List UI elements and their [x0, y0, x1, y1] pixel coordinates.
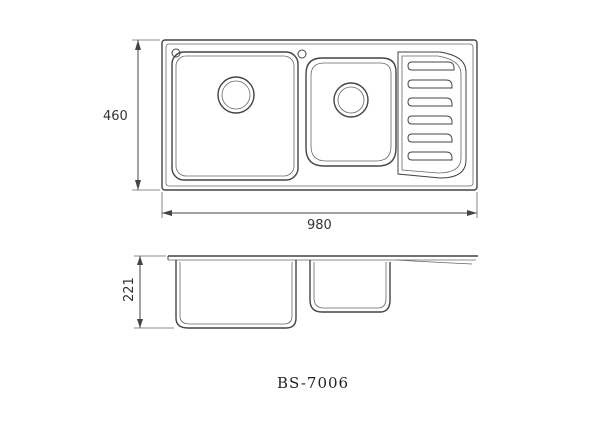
depth-dimension — [134, 255, 174, 329]
large-bowl-inner — [175, 55, 295, 177]
height-label: 460 — [103, 109, 128, 124]
large-bowl-drain-inner — [221, 80, 251, 110]
small-bowl-inner — [310, 62, 392, 162]
drainboard-ribs — [407, 61, 455, 161]
large-bowl-profile-inner — [179, 262, 293, 325]
tap-hole-center — [297, 49, 307, 59]
small-bowl-drain — [333, 82, 369, 118]
drainboard-outline — [397, 51, 467, 179]
top-view — [132, 39, 478, 218]
model-number: BS-7006 — [277, 374, 349, 392]
small-bowl-profile — [309, 260, 391, 313]
drainboard-inner — [401, 55, 462, 174]
small-bowl-outline — [305, 57, 397, 167]
large-bowl-profile — [175, 260, 297, 329]
small-bowl-drain-inner — [337, 86, 365, 114]
small-bowl-profile-inner — [313, 262, 387, 309]
side-view — [134, 255, 478, 329]
height-dimension — [132, 39, 160, 191]
depth-label: 221 — [122, 277, 137, 302]
drainboard-slope — [395, 259, 473, 265]
large-bowl-outline — [171, 51, 299, 181]
sink-inner-rim — [165, 43, 474, 187]
width-dimension — [161, 192, 478, 218]
width-label: 980 — [307, 218, 332, 233]
large-bowl-drain — [217, 76, 255, 114]
sink-outer-rim — [161, 39, 478, 191]
